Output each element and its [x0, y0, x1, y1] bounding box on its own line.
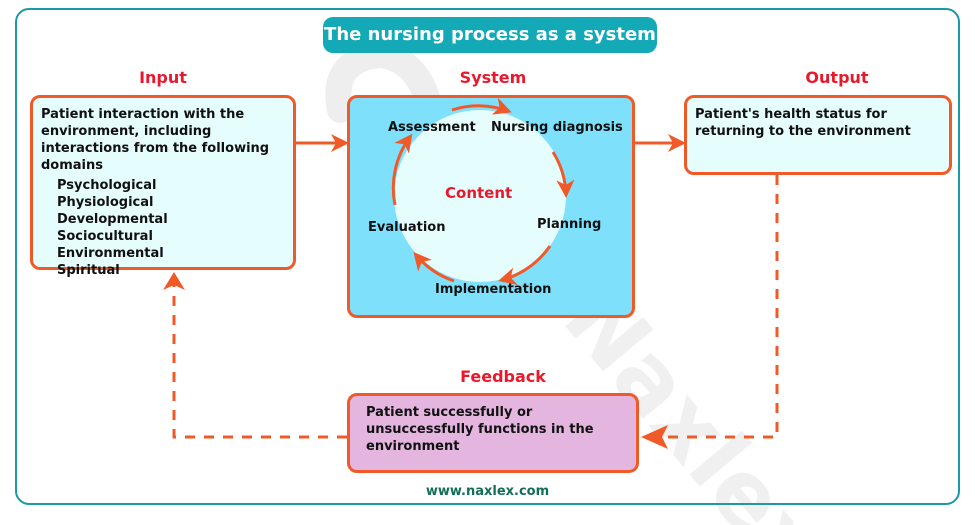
- input-box: Patient interaction with the environment…: [30, 95, 296, 278]
- arrow-assessment-to-diagnosis: [451, 97, 512, 115]
- cycle-step-nursing-diagnosis: Nursing diagnosis: [491, 120, 623, 135]
- dashed-output-to-feedback: [648, 175, 779, 439]
- cycle-step-implementation: Implementation: [435, 282, 552, 297]
- output-box: Patient's health status for returning to…: [684, 95, 952, 175]
- input-description: Patient interaction with the environment…: [41, 107, 270, 173]
- footer-url[interactable]: www.naxlex.com: [425, 484, 550, 499]
- cycle-step-evaluation: Evaluation: [368, 220, 446, 235]
- arrow-planning-to-implementation: [498, 245, 552, 285]
- arrowhead-into-input: [163, 272, 185, 290]
- cycle-step-assessment: Assessment: [388, 120, 476, 135]
- domain-item: Developmental: [57, 212, 168, 227]
- output-heading: Output: [805, 68, 869, 87]
- cycle-step-planning: Planning: [537, 217, 602, 232]
- diagram-frame: [15, 8, 960, 505]
- arrow-implementation-to-evaluation: [413, 251, 455, 283]
- arrow-evaluation-to-assessment: [391, 133, 413, 206]
- domain-item: Sociocultural: [57, 229, 153, 244]
- feedback-description: Patient successfully or unsuccessfully f…: [366, 405, 594, 454]
- domain-item: Psychological: [57, 178, 157, 193]
- feedback-heading: Feedback: [460, 367, 546, 386]
- feedback-box: Patient successfully or unsuccessfully f…: [347, 393, 639, 473]
- input-heading: Input: [139, 68, 187, 87]
- domain-list: Psychological Physiological Developmenta…: [57, 177, 285, 279]
- content-label: Content: [445, 184, 513, 202]
- domain-item: Physiological: [57, 195, 154, 210]
- domain-item: Environmental: [57, 246, 164, 261]
- dashed-feedback-to-input: [172, 285, 347, 439]
- content-circle: [394, 110, 566, 282]
- arrow-diagnosis-to-planning: [551, 151, 575, 198]
- arrowhead-into-feedback: [641, 425, 668, 449]
- system-heading: System: [459, 68, 527, 87]
- diagram-title: The nursing process as a system: [323, 17, 657, 53]
- output-description: Patient's health status for returning to…: [695, 107, 911, 139]
- domain-item: Spiritual: [57, 263, 120, 278]
